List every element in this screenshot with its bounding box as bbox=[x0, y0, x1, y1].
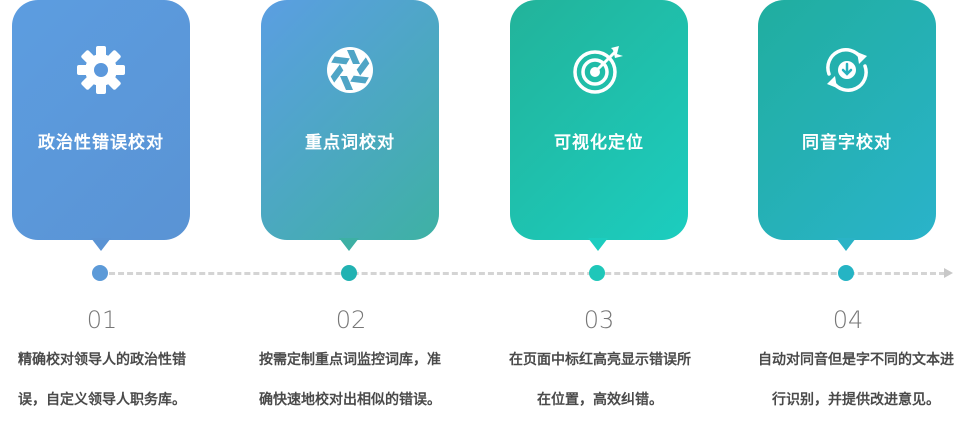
sync-download-icon bbox=[758, 44, 936, 96]
gear-icon bbox=[12, 44, 190, 96]
step-description: 在页面中标红高亮显示错误所 在位置，高效纠错。 bbox=[485, 340, 715, 420]
step-description: 按需定制重点词监控词库，准 确快速地校对出相似的错误。 bbox=[235, 340, 465, 420]
step-card-1: 政治性错误校对 bbox=[12, 0, 190, 240]
step-title: 重点词校对 bbox=[305, 133, 395, 153]
step-title: 政治性错误校对 bbox=[38, 133, 164, 153]
aperture-icon bbox=[261, 44, 439, 96]
timeline-dot bbox=[838, 265, 854, 281]
step-title: 同音字校对 bbox=[802, 133, 892, 153]
step-number: 04 bbox=[832, 306, 864, 334]
card-pointer bbox=[588, 238, 608, 251]
step-card-3: 可视化定位 bbox=[510, 0, 688, 240]
step-description: 精确校对领导人的政治性错 误，自定义领导人职务库。 bbox=[0, 340, 217, 420]
timeline-line bbox=[100, 272, 945, 275]
timeline-dot bbox=[92, 265, 108, 281]
card-pointer bbox=[339, 238, 359, 251]
description-line: 在位置，高效纠错。 bbox=[537, 392, 663, 408]
card-pointer bbox=[836, 238, 856, 251]
card-pointer bbox=[91, 238, 111, 251]
step-number: 01 bbox=[86, 306, 118, 334]
description-line: 精确校对领导人的政治性错 bbox=[18, 352, 186, 368]
description-line: 确快速地校对出相似的错误。 bbox=[259, 392, 441, 408]
step-card-4: 同音字校对 bbox=[758, 0, 936, 240]
step-description: 自动对同音但是字不同的文本进 行识别，并提供改进意见。 bbox=[741, 340, 969, 420]
target-icon bbox=[510, 44, 688, 96]
timeline-dot bbox=[341, 265, 357, 281]
step-card-2: 重点词校对 bbox=[261, 0, 439, 240]
description-line: 在页面中标红高亮显示错误所 bbox=[509, 352, 691, 368]
description-line: 误，自定义领导人职务库。 bbox=[18, 392, 186, 408]
step-title: 可视化定位 bbox=[554, 133, 644, 153]
timeline-dot bbox=[589, 265, 605, 281]
description-line: 行识别，并提供改进意见。 bbox=[772, 392, 940, 408]
step-number: 02 bbox=[335, 306, 367, 334]
timeline-arrow-icon bbox=[944, 268, 953, 278]
description-line: 按需定制重点词监控词库，准 bbox=[259, 352, 441, 368]
step-number: 03 bbox=[583, 306, 615, 334]
description-line: 自动对同音但是字不同的文本进 bbox=[758, 352, 954, 368]
